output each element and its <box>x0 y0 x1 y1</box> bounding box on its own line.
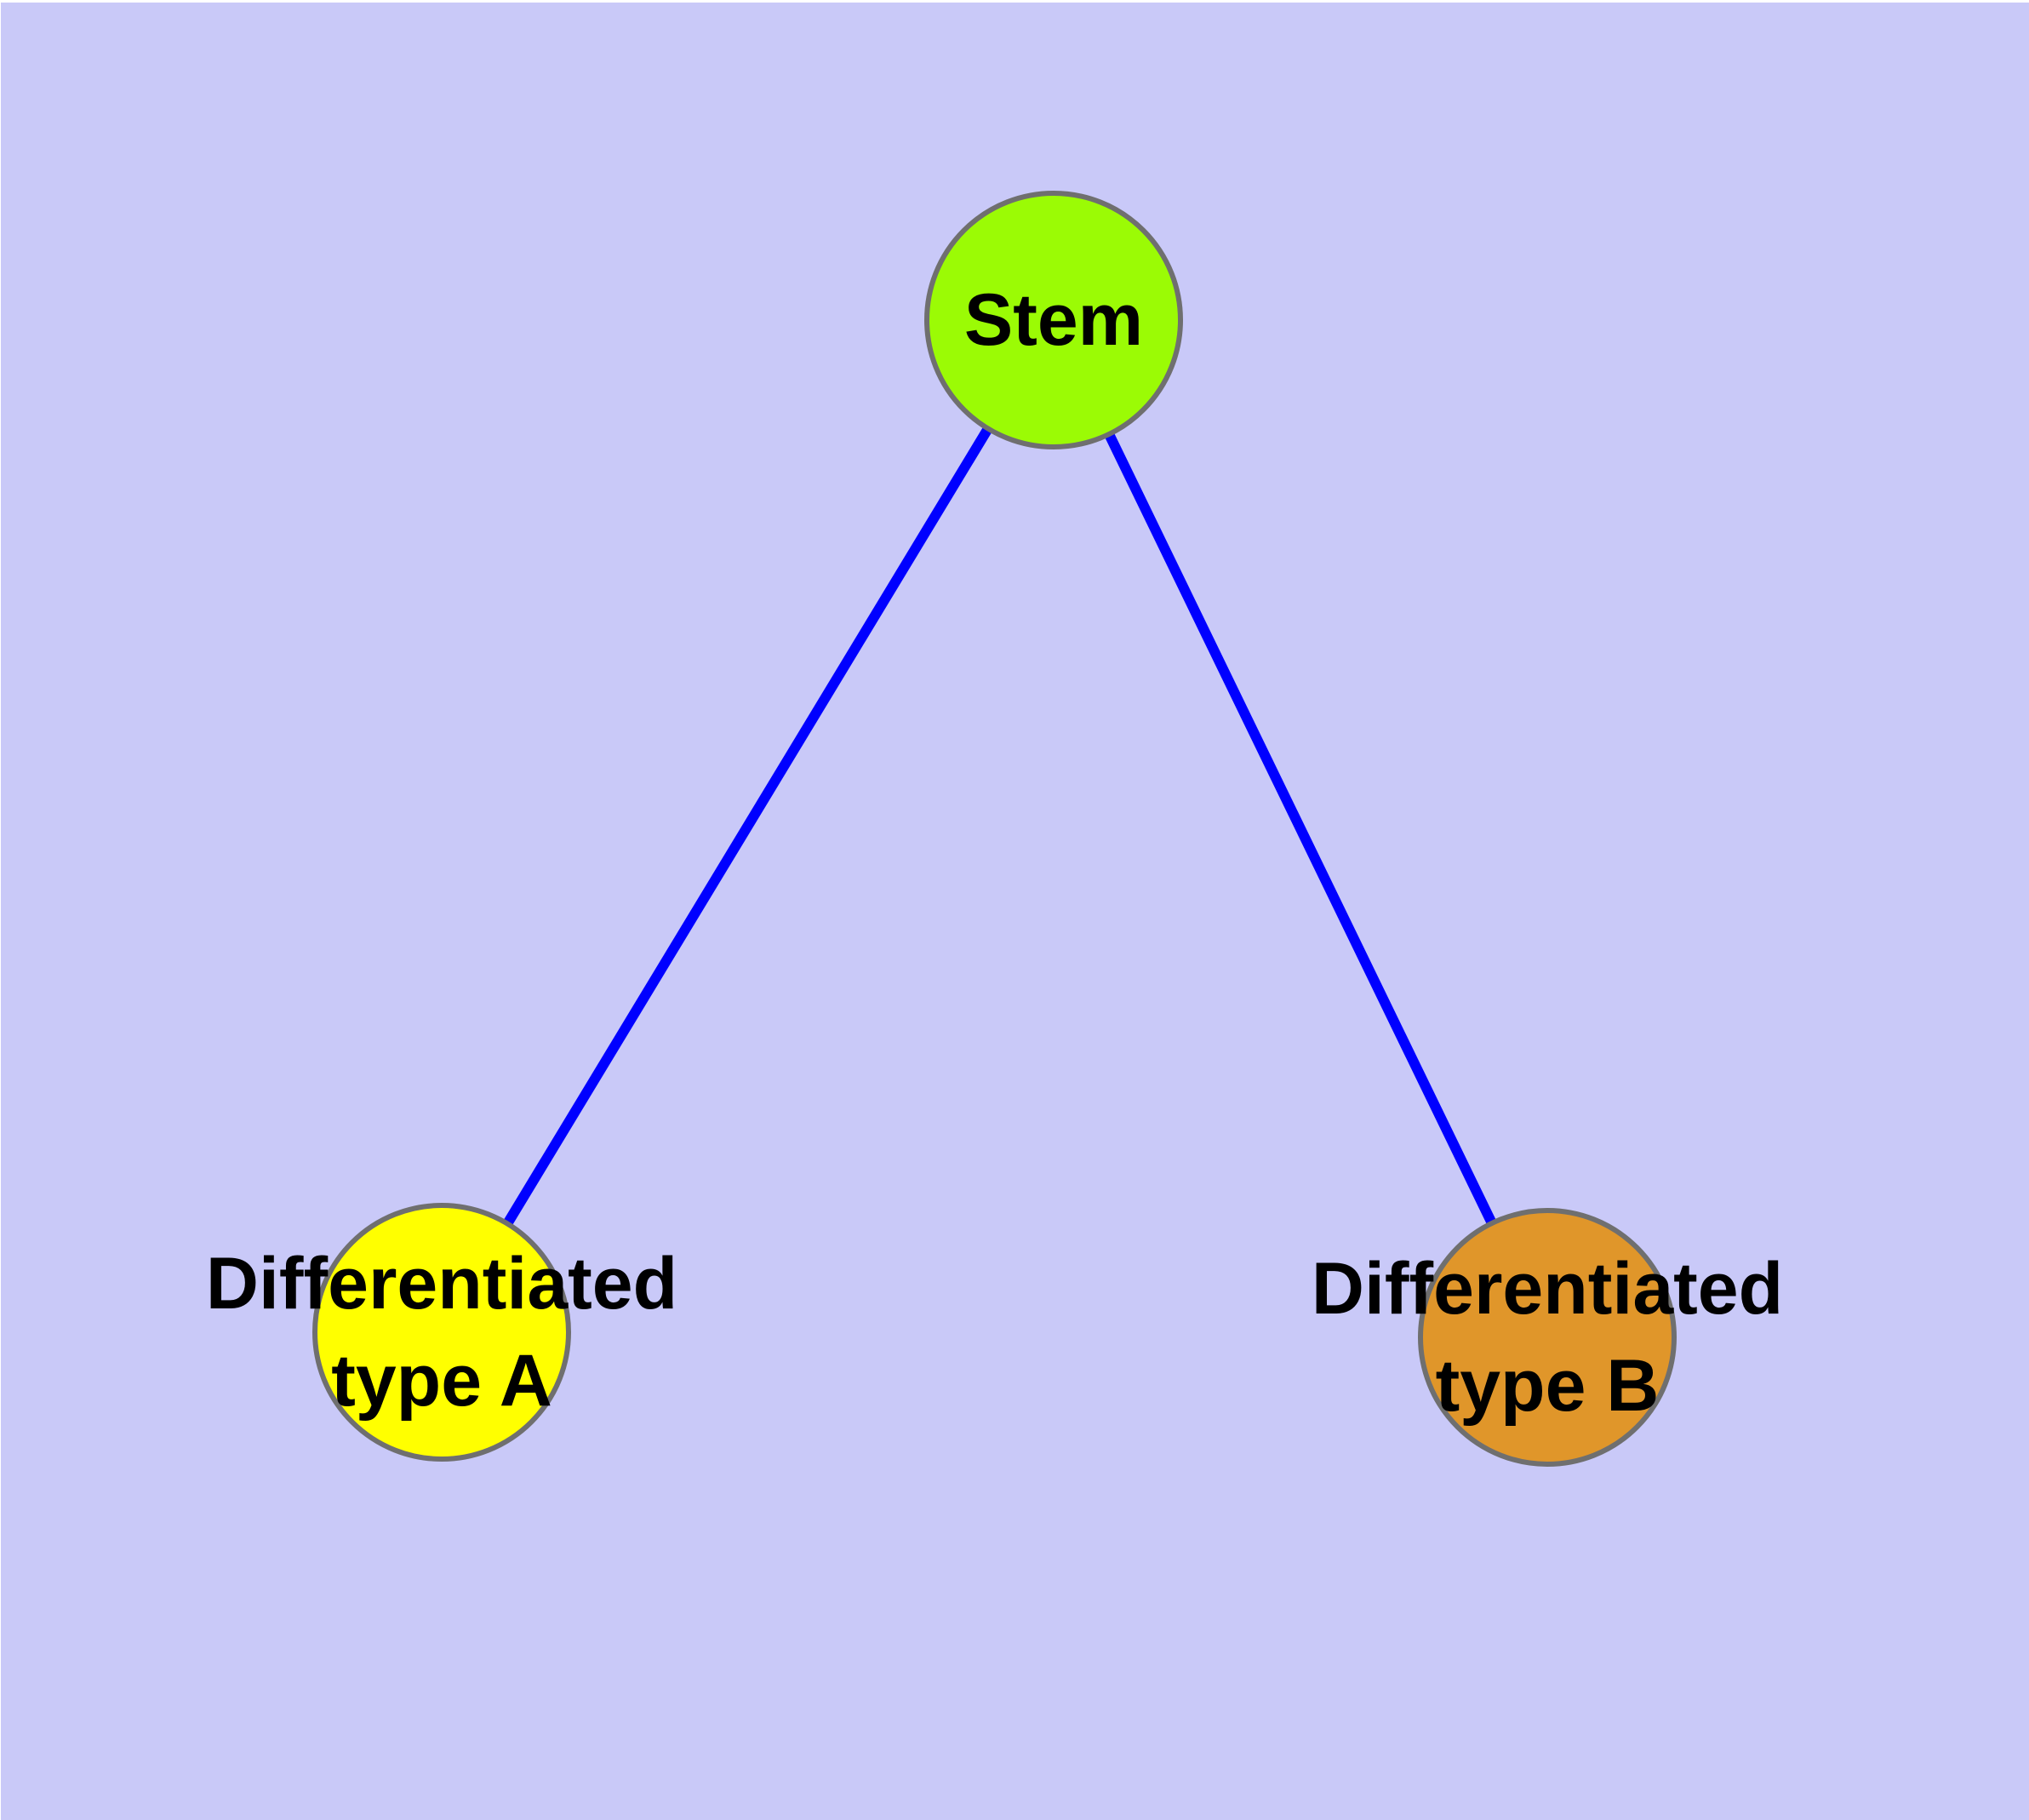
node-a-label-line-1: Differentiated <box>205 1243 678 1325</box>
node-b-label-line-2: type B <box>1435 1345 1660 1427</box>
edge-stem-to-type-b <box>1049 318 1552 1340</box>
node-differentiated-type-a-label: Differentiated type A <box>206 1235 677 1429</box>
node-differentiated-type-a: Differentiated type A <box>206 1203 677 1462</box>
node-b-label-line-1: Differentiated <box>1311 1248 1784 1330</box>
node-stem-label-line: Stem <box>963 279 1144 361</box>
node-differentiated-type-b-label: Differentiated type B <box>1312 1240 1783 1434</box>
node-stem: Stem <box>924 191 1183 449</box>
node-stem-label: Stem <box>964 272 1143 369</box>
edge-stem-to-type-a <box>437 317 1059 1336</box>
node-differentiated-type-b: Differentiated type B <box>1312 1208 1783 1467</box>
node-a-label-line-2: type A <box>331 1340 552 1422</box>
